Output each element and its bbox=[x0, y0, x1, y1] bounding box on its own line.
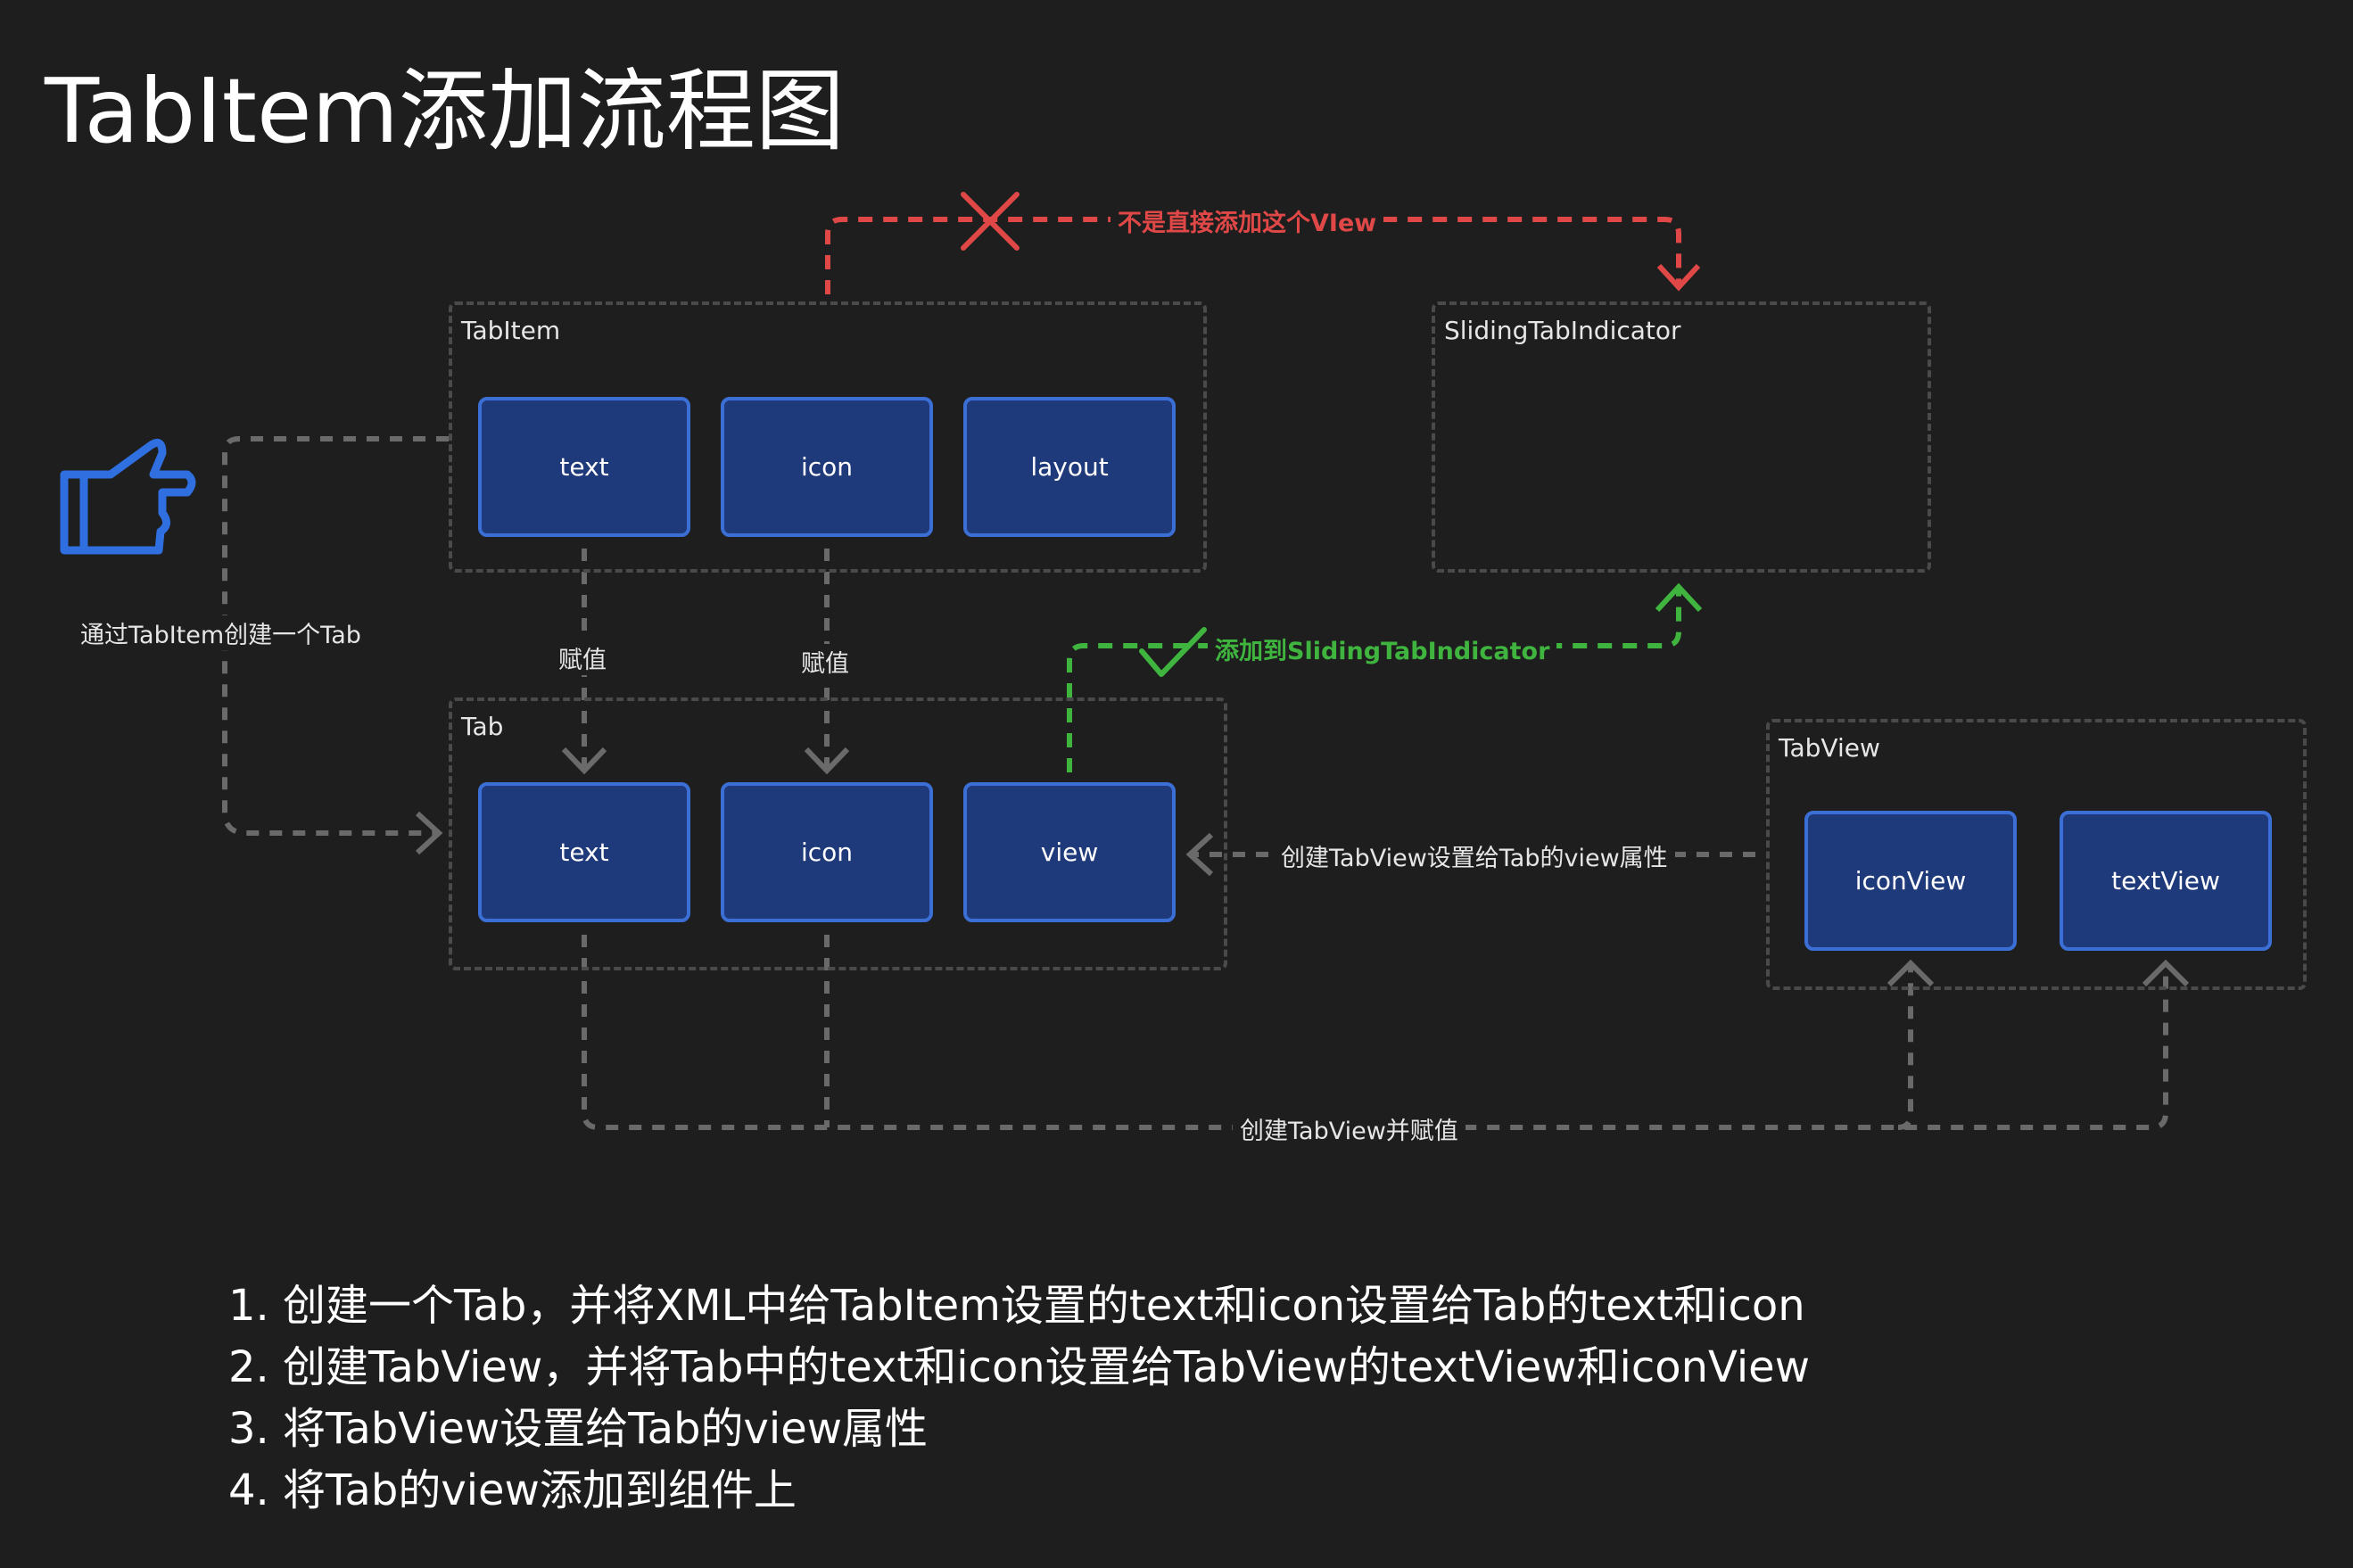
create-tab-label: 通过TabItem创建一个Tab bbox=[73, 615, 368, 650]
iconview-arrowhead bbox=[1887, 959, 1935, 987]
tab-text-node: text bbox=[478, 782, 690, 922]
set-view-label: 创建TabView设置给Tab的view属性 bbox=[1274, 838, 1675, 873]
step-item: 4. 将Tab的view添加到组件上 bbox=[228, 1465, 797, 1515]
step-item: 1. 创建一个Tab，并将XML中给TabItem设置的text和icon设置给… bbox=[228, 1281, 1805, 1331]
create-tabview-branch-iconview bbox=[1897, 967, 1913, 1130]
hand-pointing-right-icon bbox=[60, 438, 196, 555]
red-arrowhead bbox=[1656, 263, 1701, 292]
tabitem-text-node: text bbox=[478, 397, 690, 537]
tabview-iconview-node: iconView bbox=[1804, 811, 2017, 951]
tab-group: Tab bbox=[449, 697, 1227, 970]
assign-text-arrowhead bbox=[561, 747, 607, 775]
create-tab-arrowhead bbox=[415, 811, 443, 855]
step-item: 2. 创建TabView，并将Tab中的text和icon设置给TabView的… bbox=[228, 1342, 1810, 1392]
indicator-group: SlidingTabIndicator bbox=[1432, 301, 1931, 573]
tabview-textview-node: textView bbox=[2060, 811, 2272, 951]
page-title: TabItem添加流程图 bbox=[45, 59, 845, 163]
not-add-view-label: 不是直接添加这个VIew bbox=[1110, 203, 1384, 238]
textview-arrowhead bbox=[2142, 959, 2190, 987]
create-tabview-label: 创建TabView并赋值 bbox=[1233, 1111, 1465, 1146]
steps-list: 1. 创建一个Tab，并将XML中给TabItem设置的text和icon设置给… bbox=[228, 1275, 1810, 1522]
tabview-group: TabView bbox=[1766, 719, 2307, 990]
tabitem-icon-node: icon bbox=[721, 397, 933, 537]
step-item: 3. 将TabView设置给Tab的view属性 bbox=[228, 1404, 929, 1454]
check-icon bbox=[1139, 627, 1207, 677]
assign-icon-arrowhead bbox=[804, 747, 850, 775]
tab-icon-node: icon bbox=[721, 782, 933, 922]
set-view-arrowhead bbox=[1185, 832, 1214, 877]
create-tab-connector bbox=[222, 436, 449, 836]
assign-icon-label: 赋值 bbox=[794, 644, 856, 679]
tabitem-group: TabItem bbox=[449, 301, 1207, 573]
tabitem-group-label: TabItem bbox=[461, 316, 561, 345]
indicator-group-label: SlidingTabIndicator bbox=[1444, 316, 1681, 345]
tab-group-label: Tab bbox=[461, 712, 504, 741]
tab-view-node: view bbox=[963, 782, 1176, 922]
assign-text-label: 赋值 bbox=[551, 640, 614, 675]
add-to-indicator-label: 添加到SlidingTabIndicator bbox=[1208, 631, 1557, 666]
green-arrowhead bbox=[1655, 582, 1703, 613]
tabview-group-label: TabView bbox=[1779, 733, 1880, 763]
cross-icon bbox=[961, 192, 1020, 251]
tabitem-layout-node: layout bbox=[963, 397, 1176, 537]
